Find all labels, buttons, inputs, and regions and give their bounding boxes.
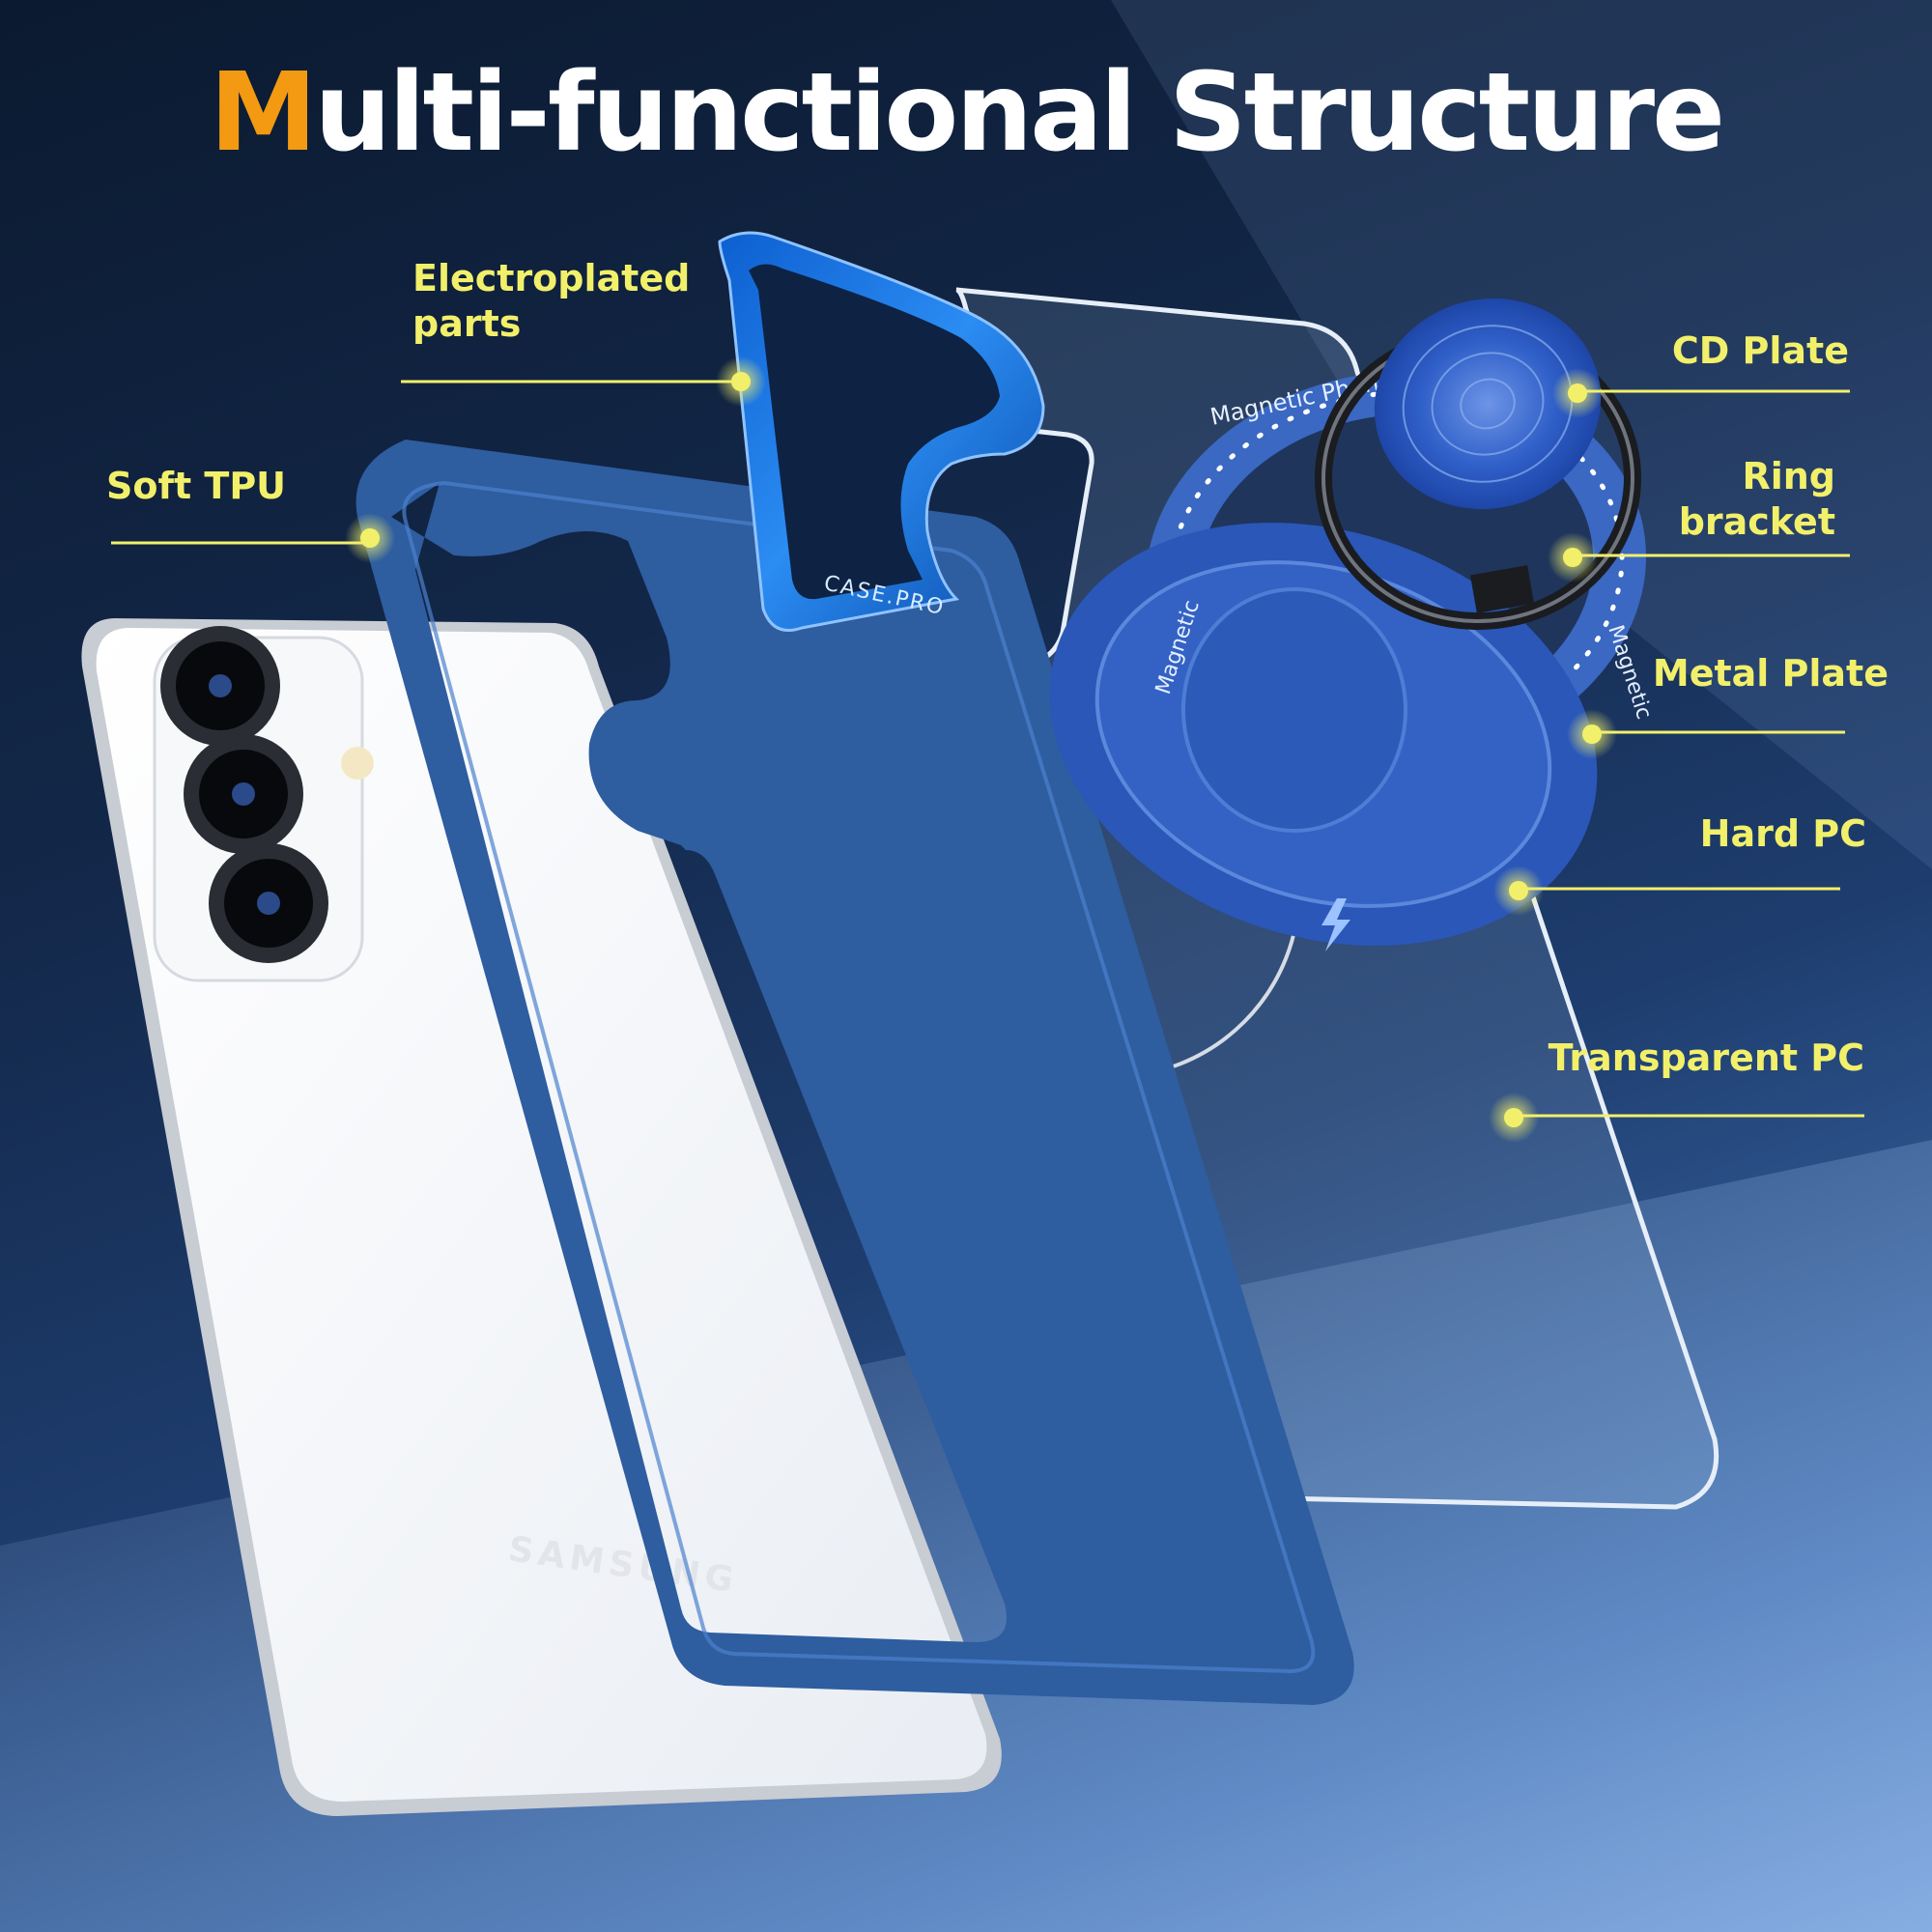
label-hard-pc: Hard PC	[1699, 812, 1866, 855]
camera-lens-3	[209, 843, 328, 963]
label-electroplated-parts: Electroplated parts	[412, 257, 691, 345]
label-transparent-pc: Transparent PC	[1548, 1037, 1864, 1079]
label-cd-plate: CD Plate	[1671, 329, 1849, 372]
cd-plate	[1374, 298, 1602, 509]
title-first-letter: M	[209, 50, 317, 176]
page-title: Multi-functional Structure	[0, 50, 1932, 176]
label-metal-plate: Metal Plate	[1652, 652, 1889, 695]
camera-lens-2	[184, 734, 303, 854]
electroplated-camera-ring: CASE.PRO	[718, 231, 1045, 632]
soft-tpu-bumper	[355, 440, 1354, 1705]
lightning-bolt-icon	[1321, 898, 1350, 952]
callout-dots	[345, 356, 1617, 1143]
label-soft-tpu: Soft TPU	[106, 465, 287, 507]
camera-lens-1	[160, 626, 280, 746]
phone: SAMSUNG	[81, 618, 1002, 1816]
label-ring-bracket: Ring bracket	[1678, 455, 1835, 543]
callout-lines	[111, 380, 1864, 1118]
title-rest: ulti-functional Structure	[314, 50, 1725, 176]
flash	[341, 747, 374, 780]
